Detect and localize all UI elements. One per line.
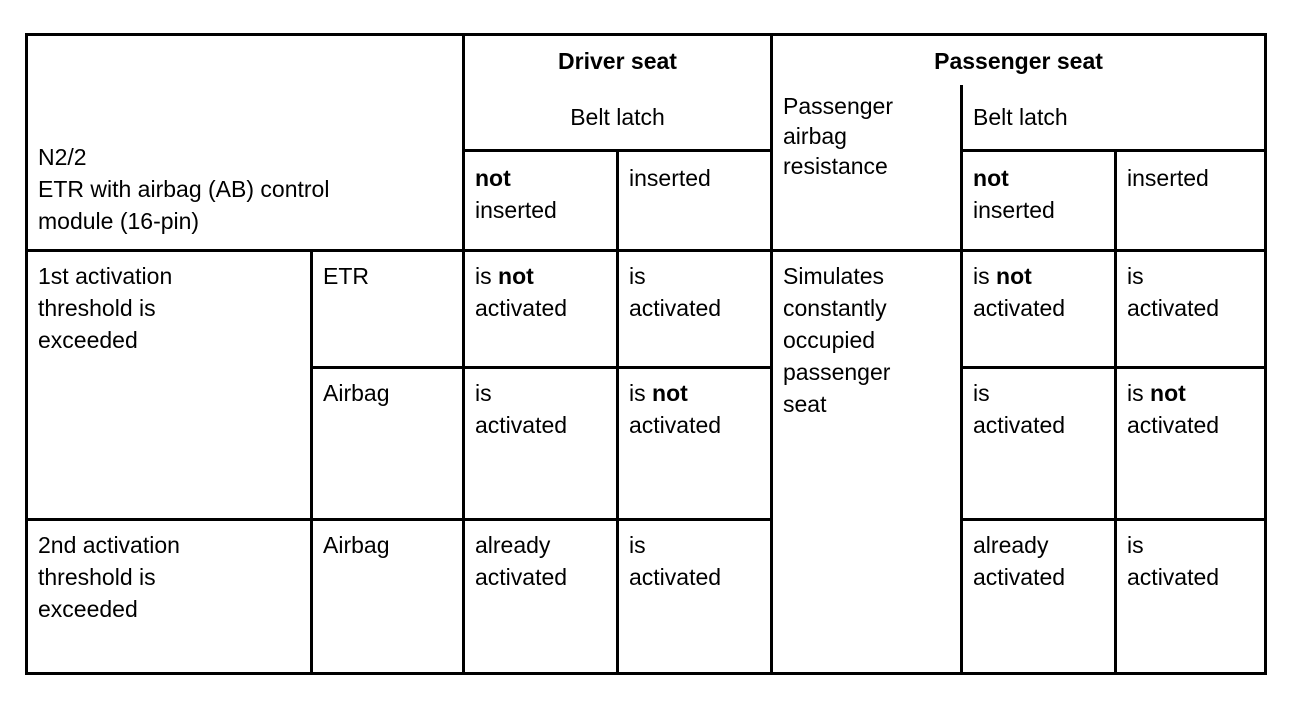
r1c4-activated: activated <box>973 295 1066 321</box>
r3-passenger-inserted: is activated <box>1114 518 1268 675</box>
passenger-inserted-word-a: inserted <box>973 197 1055 223</box>
r2c2-activated: activated <box>629 412 722 438</box>
first-threshold-line-3: exceeded <box>38 327 138 353</box>
r2-passenger-inserted: is not activated <box>1114 366 1268 521</box>
first-threshold-line-2: threshold is <box>38 295 156 321</box>
r1-driver-not-inserted: is not activated <box>462 249 619 369</box>
simulates-line-5: seat <box>783 391 827 417</box>
r1c4-not: not <box>996 263 1032 289</box>
r3c2-activated: activated <box>629 564 722 590</box>
r1c1-is: is <box>475 263 492 289</box>
r3c5-is: is <box>1127 532 1144 558</box>
activation-table: N2/2 ETR with airbag (AB) control module… <box>25 33 1268 675</box>
second-threshold-line-3: exceeded <box>38 596 138 622</box>
r2c2-is: is <box>629 380 646 406</box>
passenger-not-inserted-header: not inserted <box>960 149 1118 252</box>
simulates-line-4: passenger <box>783 359 891 385</box>
r1-passenger-inserted: is activated <box>1114 249 1268 369</box>
etr-label: ETR <box>310 249 465 369</box>
driver-not-inserted-header: not inserted <box>462 149 619 252</box>
r2c1-is: is <box>475 380 492 406</box>
passenger-not-word: not <box>973 165 1009 191</box>
r2-passenger-not-inserted: is activated <box>960 366 1118 521</box>
corner-line-1: N2/2 <box>38 144 87 170</box>
simulates-line-1: Simulates <box>783 263 884 289</box>
r1c4-is: is <box>973 263 990 289</box>
passenger-seat-header: Passenger seat <box>770 33 1268 85</box>
r3-passenger-not-inserted: already activated <box>960 518 1118 675</box>
r3c1-already: already <box>475 532 551 558</box>
driver-inserted-word-b: inserted <box>629 165 711 191</box>
passenger-belt-latch-header: Belt latch <box>960 84 1268 152</box>
r2c2-not: not <box>652 380 688 406</box>
r3-driver-not-inserted: already activated <box>462 518 619 675</box>
r1c2-activated: activated <box>629 295 722 321</box>
r1c5-is: is <box>1127 263 1144 289</box>
passenger-inserted-header: inserted <box>1114 149 1268 252</box>
r2-driver-inserted: is not activated <box>615 366 774 521</box>
corner-line-3: module (16-pin) <box>38 208 200 234</box>
second-threshold-line-2: threshold is <box>38 564 156 590</box>
first-threshold-label: 1st activation threshold is exceeded <box>25 249 313 521</box>
r2c5-not: not <box>1150 380 1186 406</box>
pass-res-line-2: airbag <box>783 122 847 149</box>
r3c1-activated: activated <box>475 564 568 590</box>
r1c1-not: not <box>498 263 534 289</box>
passenger-airbag-resistance-header: Passenger airbag resistance <box>770 84 964 252</box>
pass-res-line-1: Passenger <box>783 92 893 119</box>
driver-belt-latch-header: Belt latch <box>461 84 774 152</box>
first-threshold-line-1: 1st activation <box>38 263 173 289</box>
r1-driver-inserted: is activated <box>615 249 774 369</box>
simulates-line-3: occupied <box>783 327 876 353</box>
pass-res-line-3: resistance <box>783 152 888 179</box>
r3c4-activated: activated <box>973 564 1066 590</box>
r2c5-activated: activated <box>1127 412 1220 438</box>
r3c4-already: already <box>973 532 1049 558</box>
passenger-inserted-word-b: inserted <box>1127 165 1209 191</box>
r2c4-activated: activated <box>973 412 1066 438</box>
r2c1-activated: activated <box>475 412 568 438</box>
driver-inserted-header: inserted <box>615 149 774 252</box>
driver-inserted-word-a: inserted <box>475 197 557 223</box>
r3-driver-inserted: is activated <box>615 518 774 675</box>
r2c5-is: is <box>1127 380 1144 406</box>
r2-driver-not-inserted: is activated <box>462 366 619 521</box>
airbag-label-1: Airbag <box>310 366 465 521</box>
r1c2-is: is <box>629 263 646 289</box>
simulates-line-2: constantly <box>783 295 887 321</box>
r1-passenger-not-inserted: is not activated <box>960 249 1118 369</box>
r3c5-activated: activated <box>1127 564 1220 590</box>
simulates-occupied-cell: Simulates constantly occupied passenger … <box>770 249 964 675</box>
r3c2-is: is <box>629 532 646 558</box>
corner-line-2: ETR with airbag (AB) control <box>38 176 330 202</box>
driver-not-word: not <box>475 165 511 191</box>
second-threshold-label: 2nd activation threshold is exceeded <box>25 518 313 675</box>
r1c5-activated: activated <box>1127 295 1220 321</box>
r1c1-activated: activated <box>475 295 568 321</box>
driver-seat-header: Driver seat <box>461 33 774 85</box>
corner-header-cell: N2/2 ETR with airbag (AB) control module… <box>25 33 465 252</box>
r2c4-is: is <box>973 380 990 406</box>
airbag-label-2: Airbag <box>310 518 465 675</box>
second-threshold-line-1: 2nd activation <box>38 532 180 558</box>
